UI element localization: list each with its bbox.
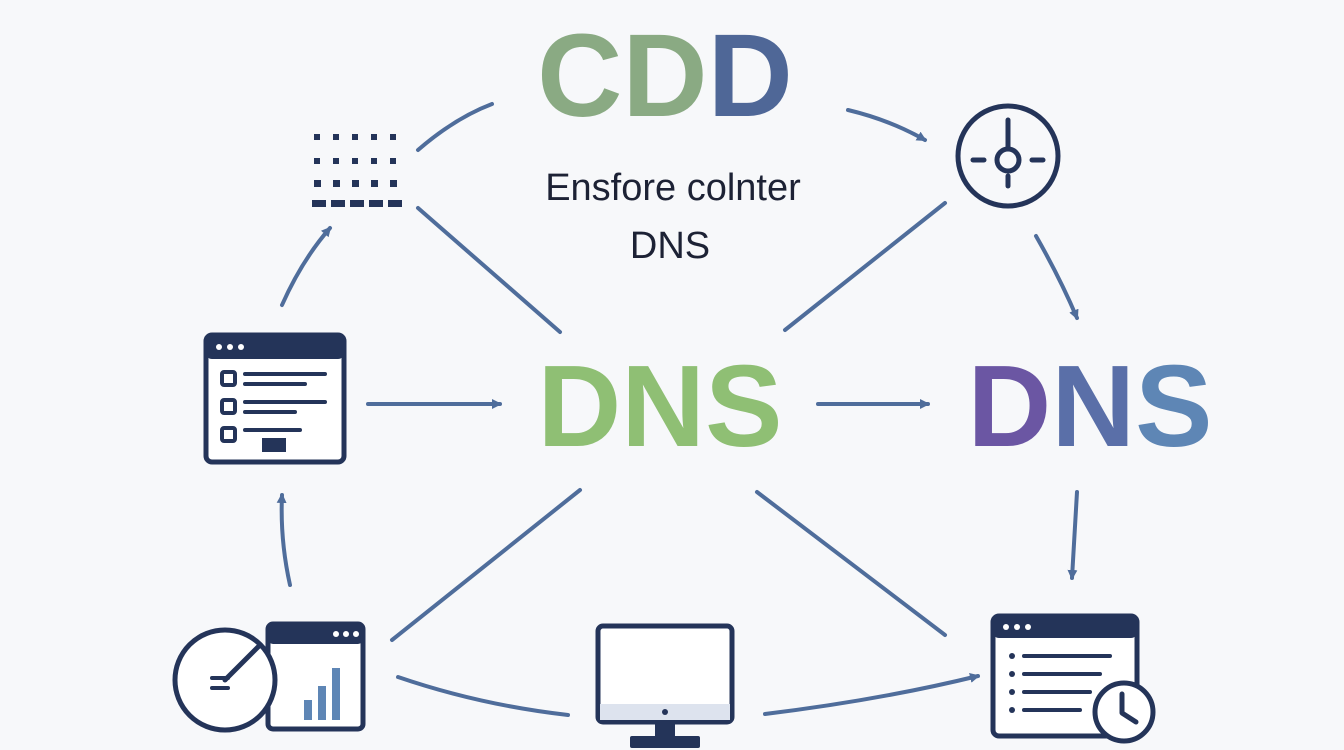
- browser-checklist-icon: [203, 332, 347, 465]
- arrow-dns-right-down: [1067, 490, 1079, 580]
- monitor-icon: [595, 623, 735, 748]
- arrow-to-compass: [846, 108, 927, 142]
- arrow-monitor-to-browser-clock: [763, 673, 980, 716]
- line-center-to-gauge: [390, 488, 582, 642]
- right-dns-n: N: [1051, 341, 1135, 471]
- line-grid-to-center: [416, 206, 562, 334]
- right-dns-label: DNS: [968, 341, 1213, 471]
- line-compass-to-center: [783, 201, 947, 332]
- arc-top-left: [416, 102, 494, 152]
- dotted-grid-icon: [312, 134, 402, 207]
- top-title: CDD: [537, 10, 793, 142]
- top-title-d2: D: [708, 10, 793, 142]
- connector-lines: [390, 102, 947, 717]
- subtitle-line1: Ensfore colnter: [545, 167, 801, 209]
- top-title-c: C: [537, 10, 622, 142]
- right-dns-d: D: [968, 341, 1052, 471]
- arrow-browser-to-grid: [280, 226, 332, 307]
- center-dns-label: DNS: [538, 341, 783, 471]
- right-dns-s: S: [1135, 341, 1212, 471]
- arc-gauge-to-monitor: [396, 675, 570, 717]
- top-title-d1: D: [622, 10, 707, 142]
- subtitle-line2: DNS: [630, 225, 710, 267]
- line-center-to-browser-clock: [755, 490, 947, 637]
- arrow-gauge-to-browser: [276, 493, 292, 587]
- browser-clock-icon: [990, 613, 1156, 744]
- gauge-chart-icon: [172, 621, 366, 733]
- arrow-compass-to-dns-right: [1034, 234, 1079, 320]
- compass-clock-icon: [955, 103, 1061, 209]
- arrows: [276, 108, 1079, 716]
